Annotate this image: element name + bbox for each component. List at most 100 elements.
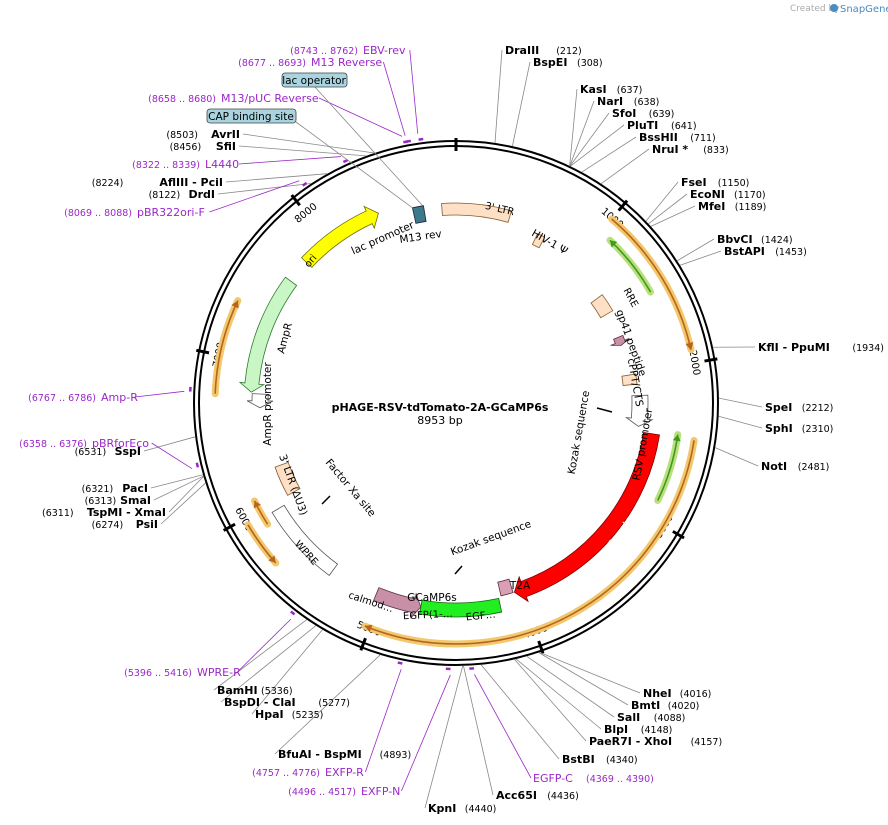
site-leader xyxy=(143,436,196,452)
credit-text: Created by xyxy=(790,4,840,14)
boxed-feature-leader xyxy=(313,85,424,207)
feature-gcamp6s-label: GCaMP6s xyxy=(407,592,456,604)
site-label: BstAPI(1453) xyxy=(724,245,807,258)
primer-label: EGFP-C(4369 .. 4390) xyxy=(533,772,654,785)
feature-ampr-promoter-label: AmpR promoter xyxy=(262,362,274,446)
primer-label: EXFP-R(4757 .. 4776) xyxy=(252,766,364,779)
primer-leader xyxy=(401,674,451,792)
site-label: BssHII(711) xyxy=(639,131,716,144)
site-name: SalI xyxy=(617,711,640,724)
primer-position: (6358 .. 6376) xyxy=(19,439,87,450)
primer-position: (5396 .. 5416) xyxy=(124,668,192,679)
site-leader xyxy=(645,181,679,222)
wpre-shape xyxy=(271,504,339,576)
lac-operator-box: lac operator xyxy=(281,72,348,88)
boxed-feature-leader xyxy=(295,121,413,209)
primer-name: EXFP-R xyxy=(325,766,364,779)
site-label: FseI(1150) xyxy=(681,176,749,189)
site-leader xyxy=(538,652,629,706)
site-label: SspI(6531) xyxy=(75,445,141,458)
rre-shape xyxy=(590,294,614,319)
site-leader xyxy=(526,655,615,718)
primer-label: L4440 (8322 .. 8339) xyxy=(132,158,239,171)
ampr-shape xyxy=(238,276,298,393)
site-name: PluTI xyxy=(627,119,658,132)
site-position: (2481) xyxy=(798,462,830,473)
gp41-shape xyxy=(610,334,630,346)
site-name: AvrII xyxy=(211,128,240,141)
site-position: (639) xyxy=(649,109,675,120)
orf-5-head xyxy=(231,300,239,309)
orf-2-head xyxy=(364,624,373,633)
site-leader xyxy=(715,447,759,467)
site-name: BspDI - ClaI xyxy=(224,696,296,709)
site-name: Acc65I xyxy=(496,789,537,802)
cppt-shape xyxy=(621,373,638,386)
site-position: (6313) xyxy=(85,496,117,507)
site-name: KpnI xyxy=(428,802,456,815)
site-name: NotI xyxy=(761,460,787,473)
rsv-promoter-shape xyxy=(624,394,654,427)
site-name: BbvCI xyxy=(717,233,753,246)
factor-xa-marker xyxy=(321,495,331,505)
site-position: (4436) xyxy=(547,791,579,802)
site-leader xyxy=(569,88,578,166)
site-label: SphI(2310) xyxy=(765,422,833,435)
primer-label: EBV-rev(8743 .. 8762) xyxy=(290,44,406,57)
site-leader xyxy=(242,133,375,154)
map-size: 8953 bp xyxy=(417,414,462,427)
site-leader xyxy=(225,173,328,183)
site-leader xyxy=(600,148,650,184)
site-label: AflIII - PciI(8224) xyxy=(92,176,223,189)
primer-name: L4440 xyxy=(205,158,239,171)
primer-marker xyxy=(397,661,403,665)
primer-leader xyxy=(237,618,292,673)
site-name: SpeI xyxy=(765,401,792,414)
site-name: PaeR7I - XhoI xyxy=(589,735,672,748)
site-position: (5277) xyxy=(318,698,350,709)
site-name: SphI xyxy=(765,422,793,435)
site-label: SalI (4088) xyxy=(617,711,685,724)
primer-position: (8322 .. 8339) xyxy=(132,160,200,171)
primer-position: (8658 .. 8680) xyxy=(148,94,216,105)
site-position: (8122) xyxy=(149,190,181,201)
primer-position: (8743 .. 8762) xyxy=(290,46,358,57)
site-name: SfoI xyxy=(612,107,636,120)
primer-name: WPRE-R xyxy=(197,666,241,679)
site-label: SfiI(8456) xyxy=(170,140,236,153)
site-leader xyxy=(718,397,763,408)
site-label: Acc65I (4436) xyxy=(496,789,579,802)
site-name: NarI xyxy=(597,95,623,108)
credit-brand: SnapGene xyxy=(840,4,888,15)
orf-3-head xyxy=(253,500,261,509)
site-position: (4088) xyxy=(654,713,686,724)
primer-leader xyxy=(318,97,403,137)
orf-4-head xyxy=(268,555,276,564)
kozak-marker-1 xyxy=(596,407,613,413)
primer-leader xyxy=(151,442,193,470)
site-label: TspMI - XmaI(6311) xyxy=(42,506,166,519)
site-leader xyxy=(424,665,464,809)
site-position: (637) xyxy=(617,85,643,96)
site-name: NheI xyxy=(643,687,672,700)
site-leader xyxy=(217,183,312,195)
site-name: BspEI xyxy=(533,56,567,69)
tick-mark xyxy=(290,194,301,207)
site-leader xyxy=(569,100,595,167)
site-name: BstAPI xyxy=(724,245,765,258)
restriction-site-labels: DraIII(212)BspEI(308)KasI(637)NarI(638)S… xyxy=(42,44,884,815)
feature-egfp2-label: EGF… xyxy=(465,609,496,623)
primer-position: (8677 .. 8693) xyxy=(238,58,306,69)
site-leader xyxy=(160,482,206,525)
site-leader xyxy=(679,250,722,266)
site-label: KasI(637) xyxy=(580,83,642,96)
site-position: (6531) xyxy=(75,447,107,458)
kozak-marker-2 xyxy=(454,565,463,575)
site-label: BspEI(308) xyxy=(533,56,603,69)
cap-binding-site-box: CAP binding site xyxy=(206,108,297,124)
ltr-3-shape xyxy=(441,202,512,223)
site-label: MfeI(1189) xyxy=(698,200,766,213)
site-name: PacI xyxy=(122,482,148,495)
calmodulin-shape xyxy=(373,587,422,619)
site-leader xyxy=(570,124,625,167)
